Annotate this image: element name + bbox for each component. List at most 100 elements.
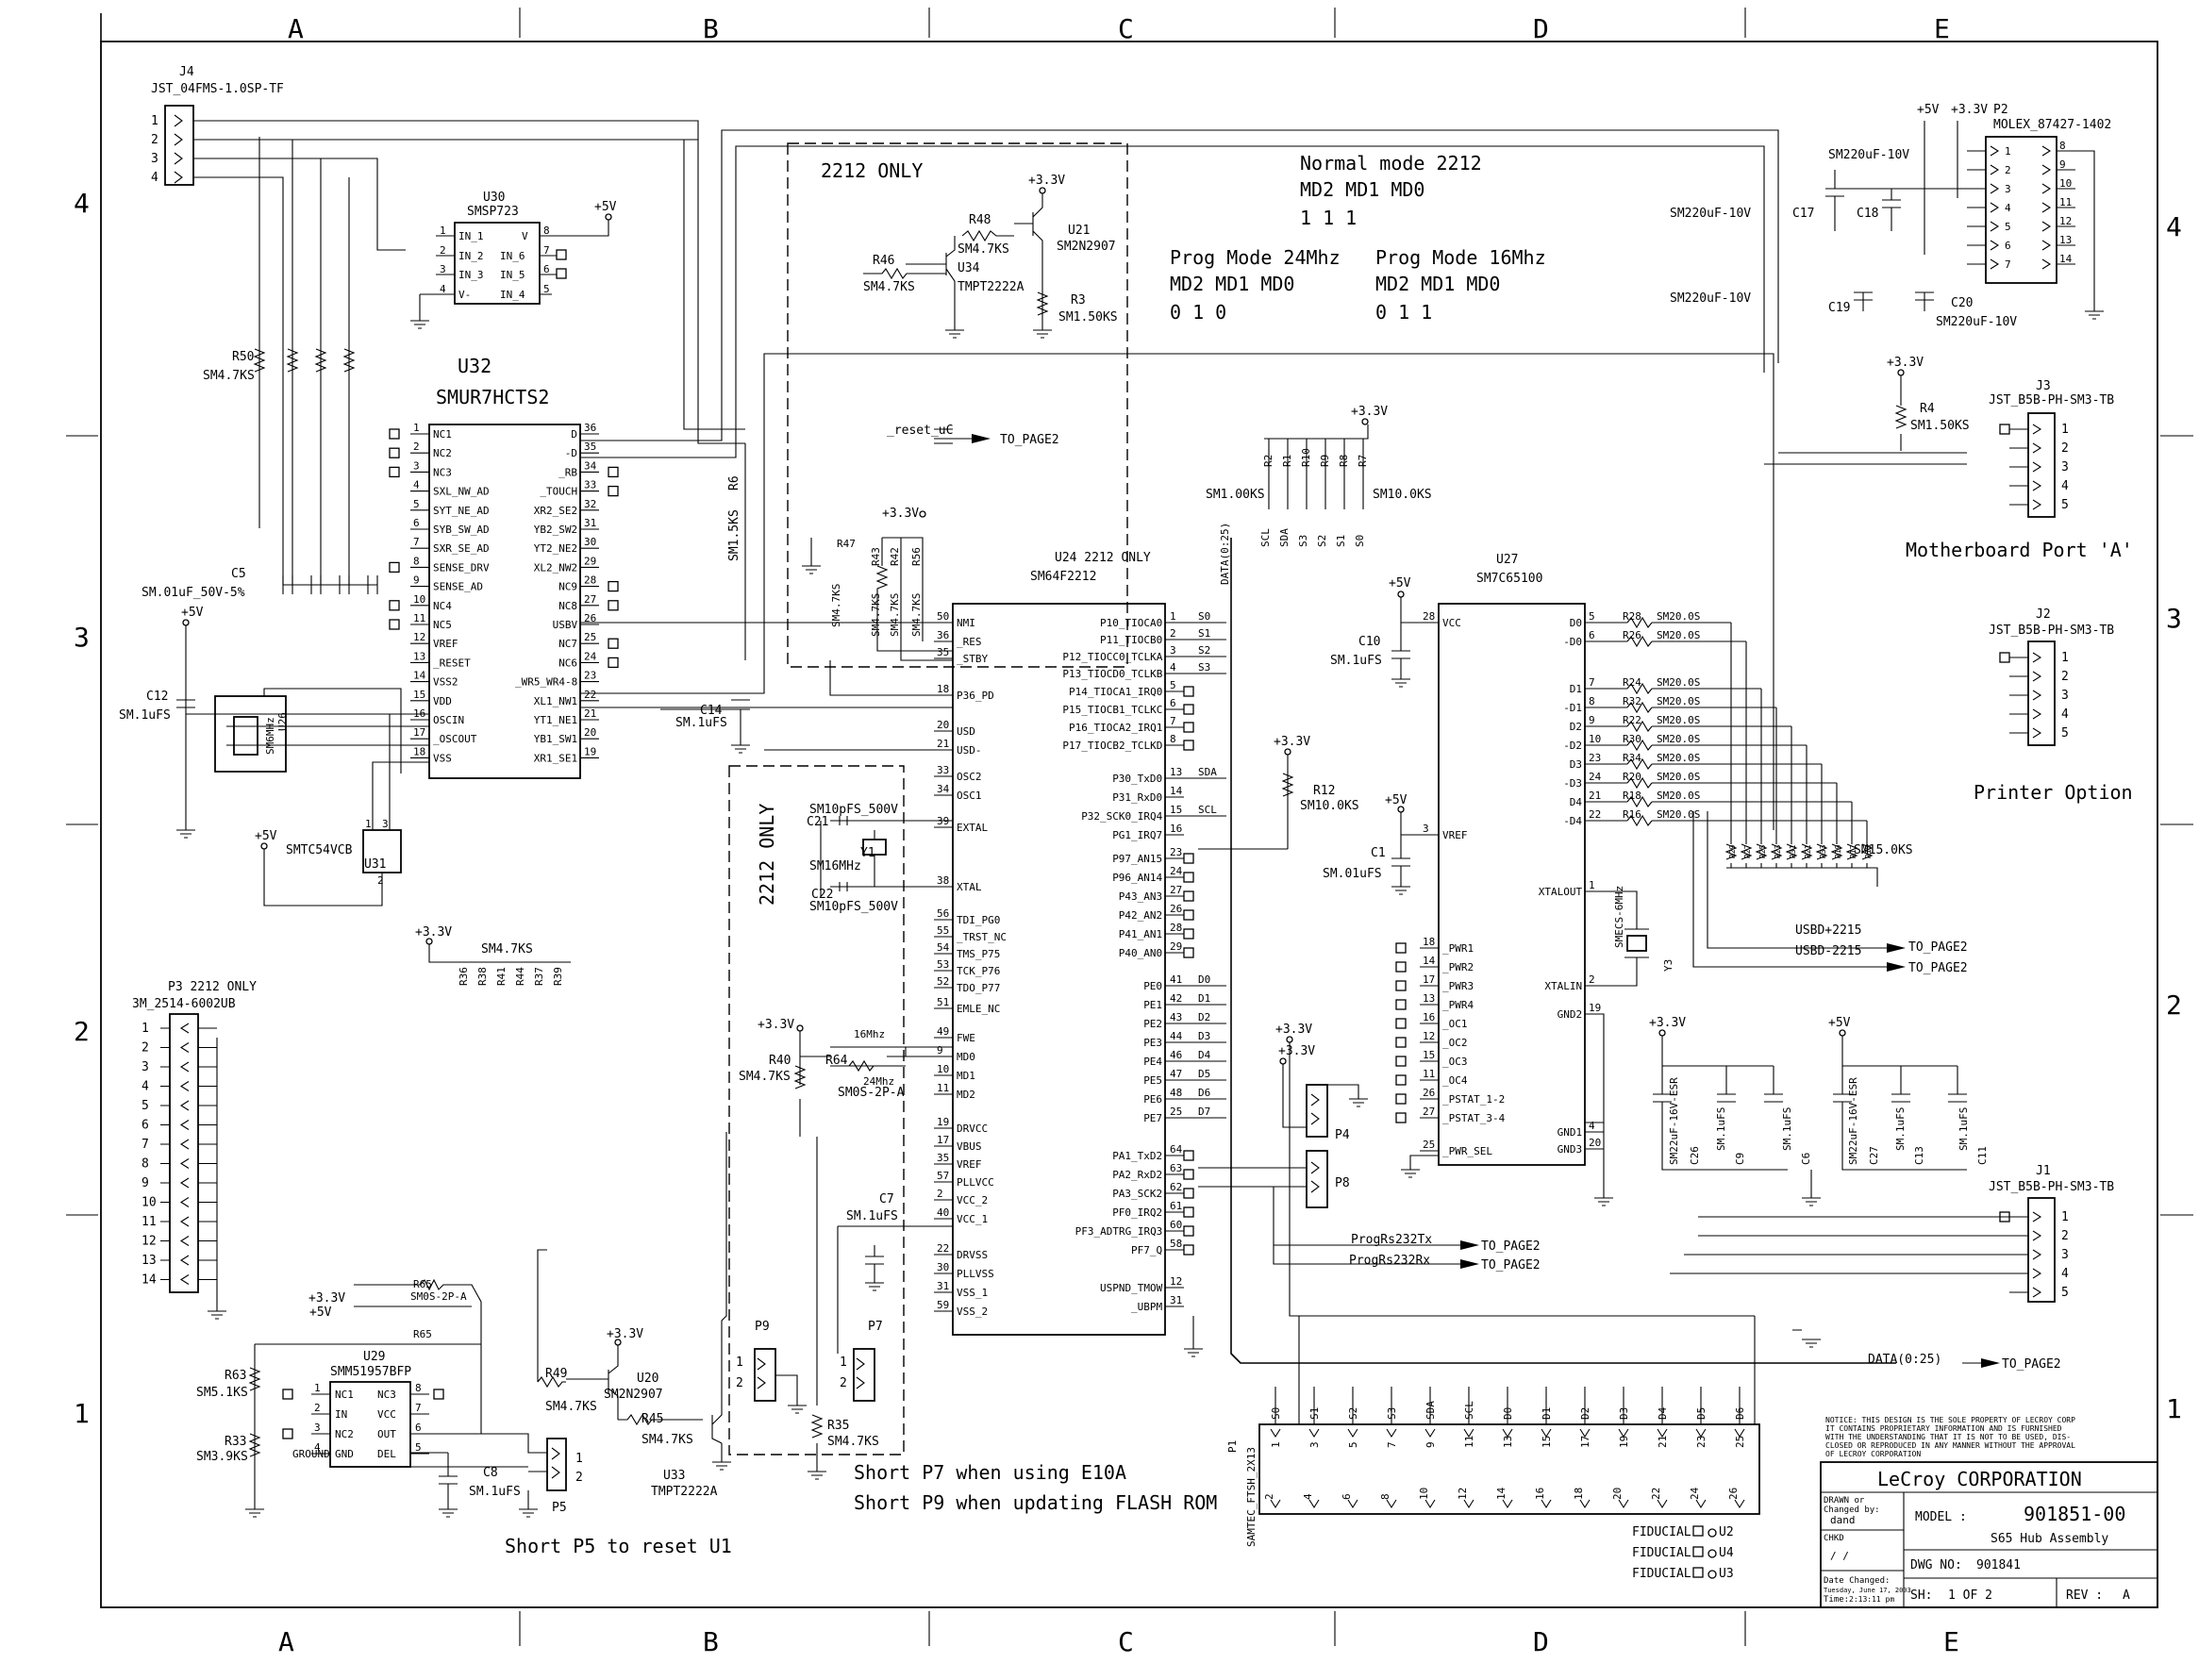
svg-text:_reset_uC: _reset_uC [887,424,953,438]
svg-text:6: 6 [543,263,550,275]
svg-text:REV :: REV : [2066,1589,2103,1603]
note-short-p9: Short P9 when updating FLASH ROM [854,1491,1217,1514]
u24-pin-number: 28 [1170,922,1182,934]
jst-pin-number: 5 [2061,498,2069,512]
svg-text:+3.3V: +3.3V [1951,103,1988,117]
svg-text:P8: P8 [1335,1176,1350,1190]
u27-pin-number: 5 [1589,610,1595,623]
u32-pin-number: 28 [584,574,596,587]
p1-pin-number: 9 [1424,1441,1437,1448]
svg-text:+5V: +5V [1917,103,1940,117]
u27-pin-label: -D2 [1563,740,1582,752]
u24-pin-label: USD- [957,744,982,757]
svg-text:1: 1 [575,1452,583,1466]
u27-pin-label: _PWR3 [1442,980,1474,992]
svg-text:7: 7 [543,244,550,257]
svg-text:Changed by:: Changed by: [1824,1505,1880,1515]
u24-pin-label: PE2 [1143,1018,1162,1030]
u24-pin-number: 49 [937,1025,949,1038]
svg-text:OUT: OUT [377,1428,396,1440]
u27-pin-label: _OC4 [1442,1074,1468,1087]
series-resistor-ref: R30 [1623,733,1641,745]
svg-text:3: 3 [382,818,389,830]
pulldown-ref: R17 [1849,844,1857,858]
p3-pin-number: 11 [142,1215,157,1229]
u24-pin-label: P15_TIOCB1_TCLKC [1062,704,1162,716]
u24-pin-number: 11 [937,1082,949,1094]
u24-net-label: S0 [1198,610,1210,623]
u32-pin-label: USBV [553,619,578,631]
svg-text:R44: R44 [514,967,526,986]
usbd-plus-label: USBD+2215 [1795,923,1861,938]
svg-text:2: 2 [314,1402,321,1414]
svg-text:SM.1uFS: SM.1uFS [1957,1107,1970,1151]
ic-u30: U30 SMSP723 IN_1 IN_2 IN_3 V- V IN_6 IN_… [410,191,617,329]
svg-text:+3.3V: +3.3V [1028,174,1065,188]
u24-pin-label: MD2 [957,1089,975,1101]
svg-text:C1: C1 [1371,846,1386,860]
svg-text:SM4.7KS: SM4.7KS [889,593,901,637]
svg-text:U29: U29 [363,1350,385,1364]
svg-text:V: V [522,230,528,242]
resistor-pack-r1-r10: +3.3V R2 R1 R10 R9 R8 R7 SM1.00KS SM10.0… [1206,405,1896,1364]
p2-pin-number: 7 [2005,258,2011,271]
u32-pin-label: _RB [558,466,577,478]
u32-pin-number: 30 [584,536,596,548]
series-resistor-ref: R28 [1623,610,1641,623]
p2-pin-number: 1 [2005,145,2011,158]
svg-text:+3.3V: +3.3V [1887,356,1924,370]
u27-pin-number: 18 [1423,936,1435,948]
series-resistor-ref: R22 [1623,714,1641,726]
row-label-right-3: 3 [2166,603,2182,634]
svg-text:SM4.7KS: SM4.7KS [739,1070,791,1084]
svg-text:+3.3V: +3.3V [1275,1023,1312,1037]
svg-text:IN_3: IN_3 [458,269,484,281]
svg-text:P9: P9 [755,1320,770,1334]
col-label-bottom-e: E [1943,1626,1959,1657]
u24-pin-label: P30_TxD0 [1112,773,1162,785]
svg-text:IT CONTAINS PROPRIETARY INFORM: IT CONTAINS PROPRIETARY INFORMATION AND … [1825,1424,2062,1433]
u32-pin-number: 27 [584,593,596,606]
svg-text:TO_PAGE2: TO_PAGE2 [1481,1239,1541,1254]
company-name: LeCroy CORPORATION [1877,1468,2082,1490]
jst-pin-number: 1 [2061,1210,2069,1224]
drawing-frame [66,8,2193,1646]
u24-pin-number: 44 [1170,1030,1183,1042]
normal-mode-title: Normal mode 2212 [1300,152,1482,175]
col-label-bottom-d: D [1533,1626,1549,1657]
u24-pin-number: 38 [937,874,949,887]
u24-pin-label: USPND_TMOW [1100,1282,1163,1294]
offpage-reset-uc: _reset_uC TO_PAGE2 [887,424,1059,447]
u24-pin-label: PE0 [1143,980,1162,992]
u24-pin-number: 46 [1170,1049,1182,1061]
col-label-bottom-b: B [703,1626,719,1657]
svg-text:SM4.7KS: SM4.7KS [870,593,882,637]
col-label-top-b: B [703,13,719,44]
svg-text:1: 1 [840,1356,847,1370]
u24-pin-label: TMS_P75 [957,948,1000,960]
svg-text:P5: P5 [552,1501,567,1515]
u24-pin-label: P31_RxD0 [1112,791,1162,804]
assembly-name: S65 Hub Assembly [1991,1532,2108,1546]
u27-pin-number: 1 [1589,879,1595,891]
svg-text:SMM51957BFP: SMM51957BFP [330,1365,411,1379]
j4-pin-3: 3 [151,152,158,166]
header-p8 [1306,1150,1328,1208]
header-p9 [754,1348,776,1402]
p1-net-label: S1 [1308,1407,1321,1420]
svg-text:SM4.7KS: SM4.7KS [481,942,533,956]
pulldown-ref: R31 [1789,844,1797,858]
u24-pin-number: 5 [1170,679,1176,691]
p1-net-label: D1 [1541,1407,1553,1420]
jst-pin-number: 2 [2061,670,2069,684]
u24-pin-number: 54 [937,941,950,954]
svg-text:WITH THE UNDERSTANDING THAT IT: WITH THE UNDERSTANDING THAT IT IS NOT TO… [1825,1433,2071,1441]
pulldown-ref: R19 [1834,844,1842,858]
svg-text:R49: R49 [545,1367,567,1381]
svg-text:R42: R42 [889,547,901,566]
u24-pin-label: PE4 [1143,1056,1162,1068]
svg-text:GROUND: GROUND [292,1448,330,1460]
svg-text:+3.3V: +3.3V [758,1018,794,1032]
jst-pin-number: 3 [2061,689,2069,703]
